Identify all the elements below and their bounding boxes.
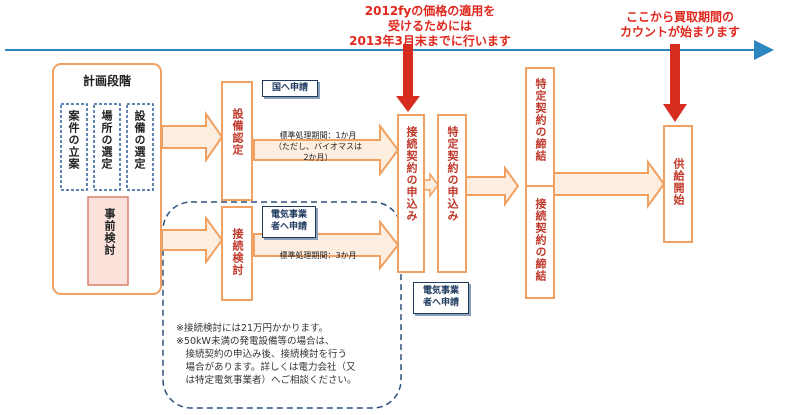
planning-item-proposal: 案件の立案	[67, 110, 80, 170]
connection-review-region	[162, 201, 402, 409]
connection-apply-box	[397, 114, 425, 273]
supply-start-label: 供給開始	[672, 158, 685, 206]
specific-apply-box	[437, 114, 467, 273]
pre-review-label: 事前検討	[103, 208, 116, 256]
arrow-review-to-apply	[253, 219, 400, 271]
footnote-line-3: 接続契約の申込み後、接続検討を行う	[176, 349, 348, 360]
facility-cert-label: 設備認定	[231, 108, 244, 156]
footnote-line-4: 場合があります。詳しくは電力会社（又	[176, 362, 356, 373]
purchase-arrow-head	[663, 104, 687, 122]
footnote-line-1: ※接続検討には21万円かかります。	[176, 323, 329, 334]
cert-period-text: 標準処理期間：1か月 （ただし、バイオマスは 2か月）	[274, 131, 362, 162]
planning-item-site: 場所の選定	[100, 110, 113, 170]
planning-title: 計画段階	[82, 74, 131, 88]
review-period-text: 標準処理期間：3か月	[279, 251, 357, 260]
footnote-line-2: ※50kW未満の発電設備等の場合は、	[176, 336, 335, 347]
deadline-arrow-head	[396, 96, 420, 112]
pre-review-box	[87, 196, 129, 286]
specific-apply-label: 特定契約の申込み	[446, 126, 459, 222]
tag-to-electric-apply: 電気事業 者へ申請	[413, 282, 469, 314]
arrow-plan-to-cert	[161, 110, 224, 164]
arrow-plan-to-review	[161, 214, 224, 266]
connection-review-label: 接続検討	[231, 228, 244, 276]
specific-sign-label: 特定契約の締結	[534, 78, 547, 162]
connection-apply-label: 接続契約の申込み	[405, 126, 418, 222]
deadline-callout: 2012fyの価格の適用を 受けるためには 2013年3月末までに行います	[349, 4, 511, 48]
arrow-cert-to-apply	[253, 123, 400, 177]
connection-review-box	[221, 206, 253, 301]
tag-to-electric-review: 電気事業 者へ申請	[262, 206, 316, 238]
connection-sign-label: 接続契約の締結	[534, 198, 547, 282]
connection-sign-box	[525, 185, 555, 299]
planning-item-equipment: 設備の選定	[133, 110, 146, 170]
arrow-to-supply	[553, 158, 666, 210]
facility-cert-box	[221, 81, 253, 201]
supply-start-box	[663, 125, 693, 243]
footnote-line-5: は特定電気事業者）へご相談ください。	[176, 375, 357, 386]
purchase-start-callout: ここから買取期間の カウントが始まります	[619, 10, 740, 39]
tag-to-government: 国へ申請	[262, 80, 318, 97]
arrow-specific	[465, 164, 520, 208]
